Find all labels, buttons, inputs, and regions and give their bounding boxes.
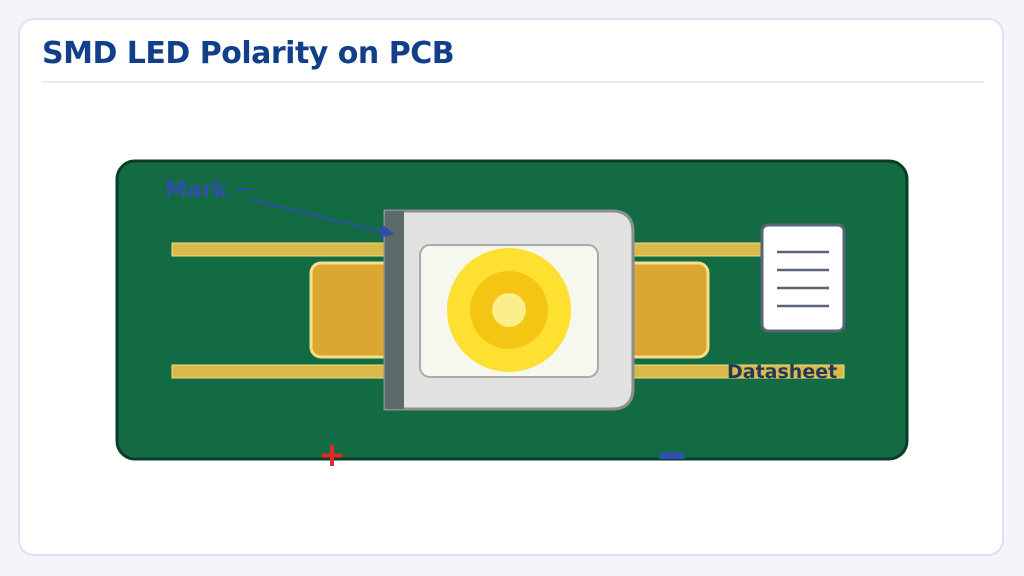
cathode-band bbox=[385, 211, 404, 409]
anode-plus-icon: + bbox=[318, 435, 347, 475]
mark-arrow bbox=[251, 199, 395, 238]
page-title: SMD LED Polarity on PCB bbox=[42, 36, 455, 71]
datasheet-icon bbox=[760, 223, 846, 333]
cathode-minus-icon bbox=[659, 452, 685, 459]
datasheet-label: Datasheet bbox=[727, 361, 837, 383]
led-die bbox=[492, 293, 526, 327]
mark-label: Mark bbox=[165, 178, 229, 203]
cathode-pad bbox=[620, 261, 710, 359]
title-divider bbox=[42, 81, 984, 83]
